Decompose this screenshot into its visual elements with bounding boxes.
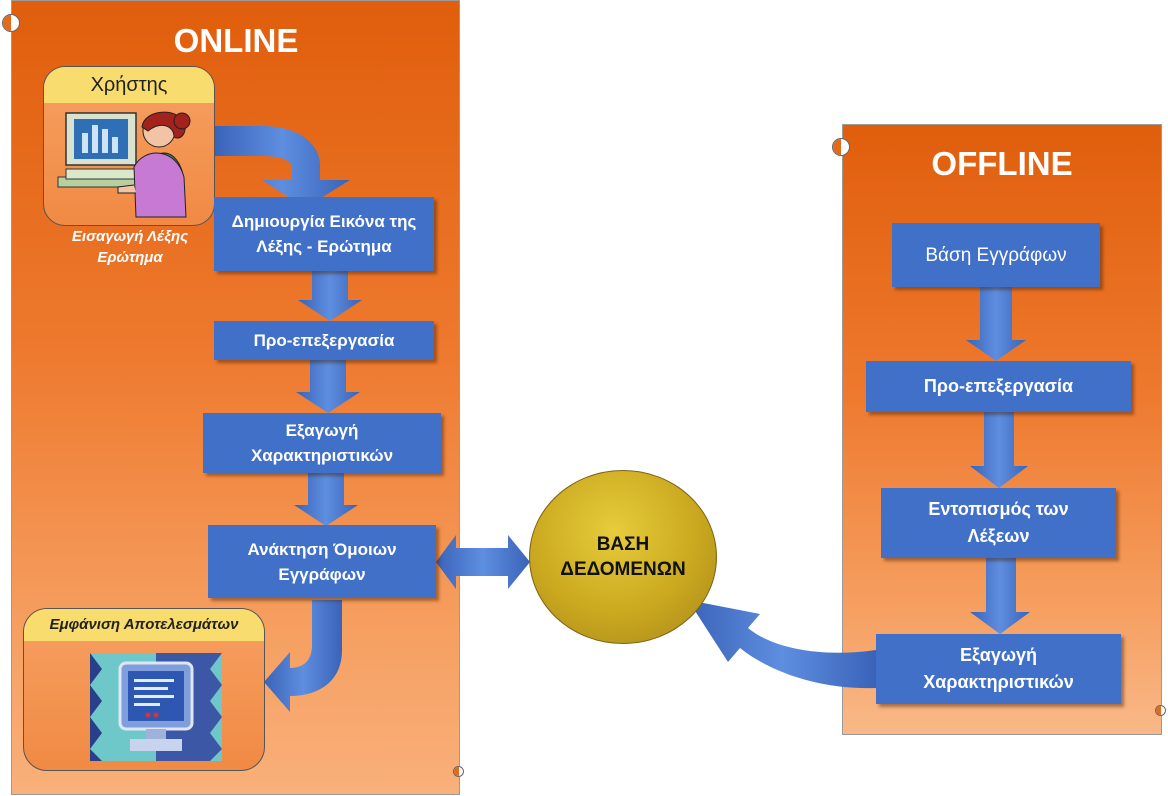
results-card-label: Εμφάνιση Αποτελεσμάτων	[24, 609, 264, 641]
user-card: Χρήστης	[43, 66, 215, 226]
step-create-image[interactable]: Δημιουργία Εικόνα της Λέξης - Ερώτημα	[214, 197, 434, 271]
step-document-base-label: Βάση Εγγράφων	[925, 244, 1067, 266]
user-caption-line1: Εισαγωγή Λέξης	[71, 228, 189, 245]
step-online-feature-extraction-line2: Χαρακτηριστικών	[250, 446, 394, 465]
step-retrieve-similar[interactable]: Ανάκτηση Όμοιων Εγγράφων	[208, 525, 436, 598]
step-word-localization-line1: Εντοπισμός των	[928, 499, 1069, 519]
arrow-retrieval-db	[436, 535, 530, 589]
step-online-preprocessing[interactable]: Προ-επεξεργασία	[214, 321, 434, 360]
step-document-base[interactable]: Βάση Εγγράφων	[892, 223, 1100, 287]
step-offline-feature-extraction-line1: Εξαγωγή	[959, 645, 1038, 665]
user-card-label: Χρήστης	[44, 67, 214, 103]
offline-panel-handle-top[interactable]	[832, 138, 850, 156]
offline-panel-handle-bottom[interactable]	[1155, 705, 1166, 716]
user-caption: Εισαγωγή Λέξης Ερώτημα	[60, 226, 200, 268]
database-label-line2: ΔΕΔΟΜΕΝΩΝ	[560, 559, 686, 580]
arrow-user-to-image	[214, 126, 350, 208]
arrow-offline-2	[970, 412, 1028, 488]
step-online-feature-extraction-line1: Εξαγωγή	[285, 421, 359, 440]
arrow-retrieval-to-results	[264, 600, 342, 712]
online-panel-handle-bottom[interactable]	[453, 766, 464, 777]
step-offline-feature-extraction-line2: Χαρακτηριστικών	[923, 672, 1074, 692]
user-caption-line2: Ερώτημα	[97, 249, 163, 266]
step-word-localization-line2: Λέξεων	[967, 526, 1030, 546]
arrow-offline-3	[970, 558, 1030, 634]
step-online-feature-extraction[interactable]: Εξαγωγή Χαρακτηριστικών	[203, 413, 441, 473]
database-node[interactable]: ΒΑΣΗ ΔΕΔΟΜΕΝΩΝ	[529, 470, 717, 644]
step-create-image-line1: Δημιουργία Εικόνα της	[231, 212, 417, 231]
database-label-line1: ΒΑΣΗ	[596, 534, 650, 555]
arrow-online-2	[296, 360, 360, 413]
step-retrieve-similar-line1: Ανάκτηση Όμοιων	[247, 539, 397, 559]
arrow-features-to-db	[688, 600, 876, 689]
step-retrieve-similar-line2: Εγγράφων	[278, 564, 366, 584]
step-offline-feature-extraction[interactable]: Εξαγωγή Χαρακτηριστικών	[876, 634, 1121, 704]
results-card: Εμφάνιση Αποτελεσμάτων	[23, 608, 265, 771]
step-word-localization[interactable]: Εντοπισμός των Λέξεων	[881, 488, 1116, 558]
online-title: ONLINE	[173, 22, 299, 59]
step-create-image-line2: Λέξης - Ερώτημα	[256, 237, 392, 256]
arrow-online-3	[294, 473, 358, 526]
monitor-icon	[90, 653, 222, 761]
step-offline-preprocessing-label: Προ-επεξεργασία	[923, 376, 1074, 396]
offline-title: OFFLINE	[931, 145, 1073, 182]
computer-user-icon	[57, 111, 191, 218]
arrow-offline-1	[966, 287, 1026, 361]
online-panel-handle-top[interactable]	[2, 14, 20, 32]
step-offline-preprocessing[interactable]: Προ-επεξεργασία	[866, 361, 1131, 412]
step-online-preprocessing-label: Προ-επεξεργασία	[253, 331, 395, 350]
arrow-online-1	[298, 271, 362, 321]
